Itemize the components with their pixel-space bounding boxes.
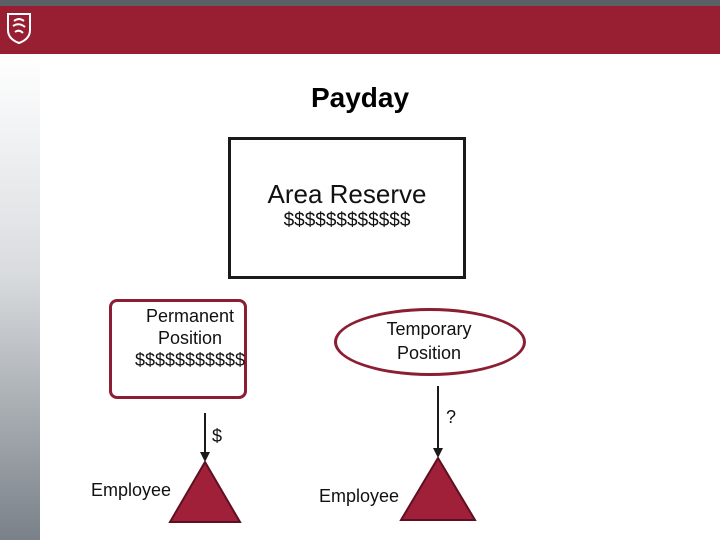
area-reserve-amount: $$$$$$$$$$$$ bbox=[283, 210, 411, 231]
temporary-position-line2: Position bbox=[396, 343, 462, 363]
temporary-position-line1: Temporary bbox=[386, 319, 472, 339]
permanent-position-line1: Permanent bbox=[145, 306, 235, 326]
employee-left-triangle bbox=[168, 460, 242, 523]
right-flow-label: ? bbox=[446, 407, 457, 427]
left-gradient-sidebar bbox=[0, 54, 40, 540]
temporary-position-text: Temporary Position bbox=[352, 317, 506, 365]
permanent-position-box bbox=[109, 299, 247, 399]
area-reserve-label: Area Reserve bbox=[267, 179, 427, 209]
permanent-position-text: Permanent Position $$$$$$$$$$$ bbox=[110, 305, 270, 371]
temporary-position-oval bbox=[334, 308, 526, 376]
employee-left-label: Employee bbox=[91, 480, 172, 500]
wsu-shield-logo-icon bbox=[4, 10, 34, 46]
permanent-position-line2: Position bbox=[157, 328, 223, 348]
employee-right-label: Employee bbox=[319, 486, 400, 506]
header-banner bbox=[0, 6, 720, 54]
area-reserve-box bbox=[228, 137, 466, 279]
slide-title: Payday bbox=[310, 82, 410, 113]
employee-right-triangle bbox=[399, 456, 477, 521]
top-strip bbox=[0, 0, 720, 6]
permanent-position-amount: $$$$$$$$$$$ bbox=[134, 350, 246, 370]
left-flow-label: $ bbox=[212, 426, 223, 446]
